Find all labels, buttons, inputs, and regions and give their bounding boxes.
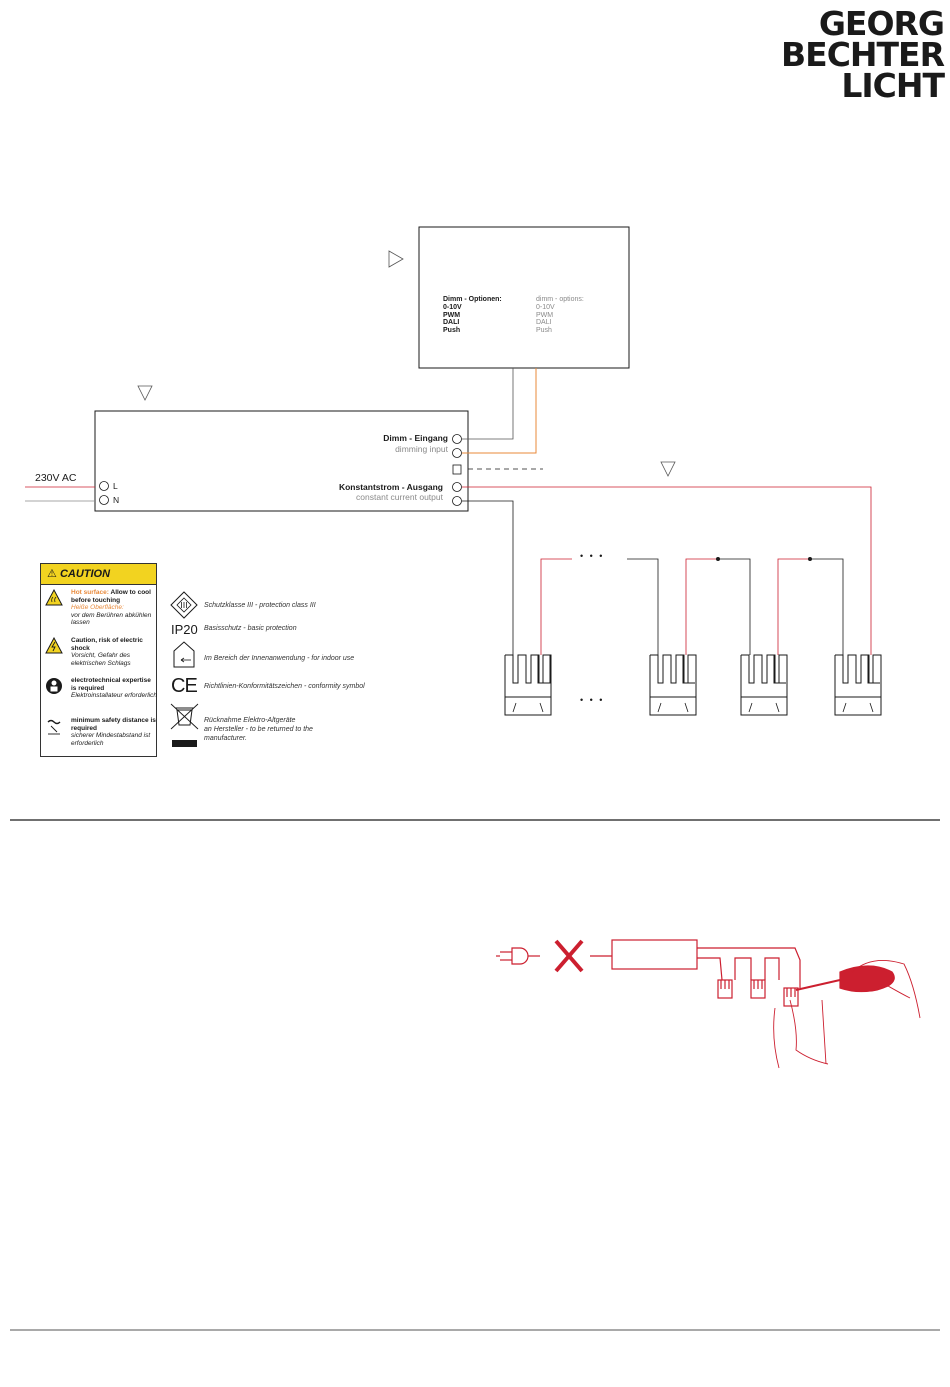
caution-text-bold: Allow to cool before touching: [71, 589, 151, 604]
brand-logo: GEORG BECHTER LICHT: [764, 4, 945, 105]
caution-text-bold: minimum safety distance is required: [71, 717, 156, 732]
driver-outline: [611, 939, 698, 970]
dim-wire-orange: [462, 368, 537, 454]
dim-option-de: Push: [443, 326, 461, 334]
warning-triangle-icon: ⚠: [47, 568, 57, 580]
logo-line-2: BECHTER: [781, 35, 945, 74]
logo-line-3: LICHT: [841, 66, 945, 105]
output-wire-black: [462, 500, 514, 655]
chain-wire-1-red: [540, 558, 572, 655]
protection-class-3-icon: [170, 591, 198, 619]
installation-illustration: [496, 939, 921, 1069]
led-connector-icon-3: [740, 654, 788, 716]
caution-title: CAUTION: [59, 568, 111, 580]
mini-connector-icon-1: [717, 979, 733, 999]
supply-label: 230V AC: [35, 472, 77, 484]
caution-text-bold: electrotechnical expertise is required: [71, 677, 151, 692]
caution-item: Caution, risk of electric shock Vorsicht…: [45, 637, 155, 673]
terminal-l-label: L: [113, 481, 118, 491]
electric-shock-icon: [45, 637, 63, 654]
indoor-use-text: Im Bereich der Innenanwendung - for indo…: [204, 655, 355, 662]
output-label-de: Konstantstrom - Ausgang: [338, 482, 443, 492]
dim-options-heading-en: dimm - options:: [536, 296, 584, 303]
caution-text-de: Elektroinstallateur erforderlich: [71, 692, 157, 699]
driver-box: [94, 410, 469, 512]
hot-surface-icon: [45, 589, 63, 606]
caution-text-orange: Hot surface:: [71, 589, 109, 596]
electrician-icon: [46, 678, 62, 694]
basic-protection-text: Basisschutz - basic protection: [204, 625, 297, 632]
weee-text-1: Rücknahme Elektro-Altgeräte: [204, 717, 296, 724]
dim-option-en: 0-10V: [536, 304, 555, 311]
indoor-use-icon: [173, 641, 195, 668]
dim-option-de: 0-10V: [443, 304, 462, 311]
terminal-l-circle: [99, 481, 109, 491]
chain-wire-4-red: [777, 558, 810, 655]
chain-wire-3-red: [685, 558, 718, 655]
output-terminal-plus: [452, 482, 462, 492]
weee-text-3: manufacturer.: [204, 735, 247, 742]
caution-panel: ⚠ CAUTION Hot surface: Allow to cool bef…: [40, 563, 157, 757]
caution-item: electrotechnical expertise is required E…: [45, 677, 157, 713]
dim-wire-grey: [462, 368, 514, 440]
weee-bin-icon: [170, 703, 199, 747]
protection-class-text: Schutzklasse III - protection class III: [204, 602, 316, 609]
dim-options-heading-de: Dimm - Optionen:: [443, 296, 502, 303]
power-plug-icon: [496, 947, 540, 965]
led-connector-icon-2: [649, 654, 697, 716]
ellipsis-marker-bottom: • • •: [580, 695, 605, 705]
chain-wire-3-black: [718, 558, 751, 655]
mini-connector-icon-3: [783, 987, 799, 1007]
caution-text-de: sicherer Mindestabstand ist erforderlich: [71, 732, 151, 747]
output-terminal-minus: [452, 496, 462, 506]
terminal-n-label: N: [113, 495, 120, 505]
dim-option-en: Push: [536, 326, 552, 334]
conformity-text: Richtlinien-Konformitätszeichen - confor…: [204, 683, 365, 690]
mini-connector-icon-2: [750, 979, 766, 999]
dim-module-box: [418, 226, 630, 369]
dim-input-label-de: Dimm - Eingang: [383, 433, 448, 443]
caution-text-bold: Caution, risk of electric shock: [71, 637, 143, 652]
dim-input-terminal-1: [452, 434, 462, 444]
dim-input-terminal-2: [452, 448, 462, 458]
terminal-n-circle: [99, 495, 109, 505]
dim-option-de: DALI: [443, 319, 460, 326]
led-connector-icon-4: [834, 654, 882, 716]
weee-text-2: an Hersteller - to be returned to the: [204, 726, 313, 733]
caution-item: Hot surface: Allow to cool before touchi…: [45, 589, 155, 634]
caution-item: minimum safety distance is required sich…: [45, 717, 156, 753]
dim-input-label-en: dimming input: [395, 444, 448, 454]
junction-dot-2: [808, 557, 812, 561]
dim-option-en: DALI: [536, 319, 552, 326]
ellipsis-marker-top: • • •: [580, 551, 605, 561]
dim-option-en: PWM: [536, 311, 554, 319]
aux-terminal-square: [452, 464, 462, 475]
dim-option-de: PWM: [443, 311, 461, 319]
triangle-right-marker: [388, 250, 404, 268]
safety-distance-icon: [47, 719, 61, 735]
output-wire-red: [462, 486, 872, 655]
dim-options-list-en: 0-10V PWM DALI Push: [536, 304, 555, 334]
chain-wire-2-black: [627, 558, 659, 655]
caution-header: ⚠ CAUTION: [41, 564, 156, 585]
dim-options-list-de: 0-10V PWM DALI Push: [443, 304, 462, 334]
hand-icon: [773, 959, 921, 1069]
screwdriver-icon: [795, 965, 895, 993]
caution-text-de: Vorsicht, Gefahr des elektrischen Schlag…: [71, 652, 131, 667]
caution-text-orange-de: Heiße Oberfläche:: [71, 604, 124, 611]
disconnect-x-icon: [554, 939, 584, 973]
caution-text-de: vor dem Berühren abkühlen lassen: [71, 611, 152, 627]
led-connector-icon-1: [504, 654, 552, 716]
ce-mark-icon: CE: [171, 675, 198, 697]
ip20-icon: IP20: [171, 622, 198, 637]
junction-dot: [716, 557, 720, 561]
triangle-down-marker: [137, 385, 153, 401]
triangle-down-marker-2: [660, 461, 676, 477]
chain-wire-4-black: [810, 558, 844, 655]
logo-line-1: GEORG: [818, 4, 945, 43]
output-label-en: constant current output: [356, 492, 443, 502]
